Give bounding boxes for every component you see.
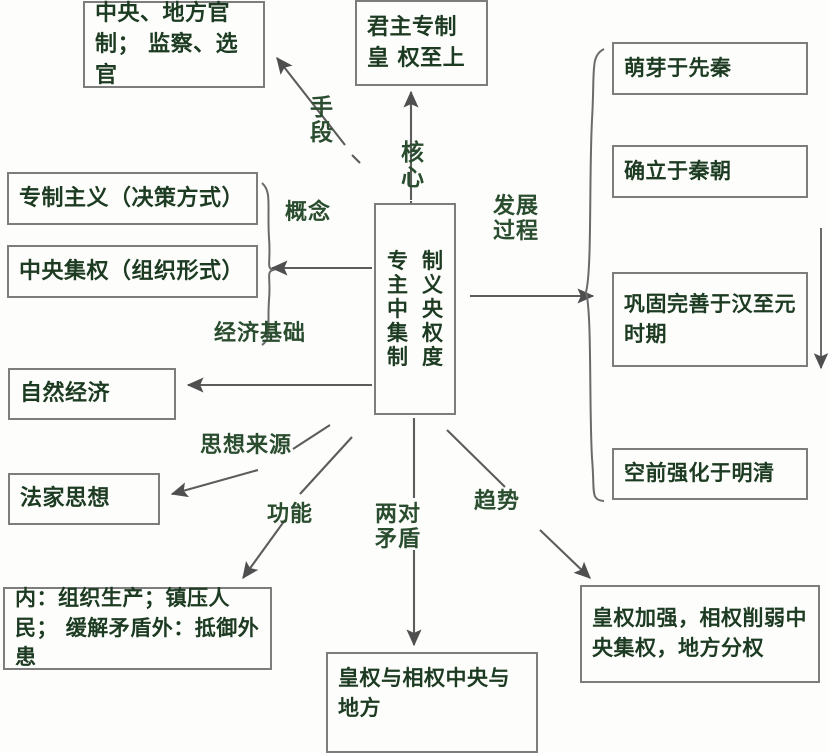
box-stage-1: 萌芽于先秦 [612,42,808,95]
box-stage-3: 巩固完善于汉至元 时期 [612,272,808,367]
box-autocracy-concept: 专制主义（决策方式） [7,172,258,225]
edge-label-concept: 概念 [285,200,332,225]
edge-label-function: 功能 [267,502,314,527]
center-node-char: 制 [422,248,443,273]
box-centralization-concept: 中央集权（组织形式） [7,245,258,298]
center-node-char: 主 [387,272,408,297]
center-node-char: 权 [422,321,443,346]
box-trend-detail: 皇权加强，相权削弱中 央集权，地方分权 [580,585,820,683]
box-official-system: 中央、地方官制； 监察、选官 [83,1,265,88]
edge-trend-seg1 [446,429,506,488]
edge-function-seg1 [299,436,353,495]
edge-label-thought-source: 思想来源 [200,433,293,458]
edge-label-core: 核心 [396,140,423,190]
box-natural-economy: 自然经济 [8,368,176,420]
box-function-detail: 内：组织生产；镇压人民； 缓解矛盾外：抵御外患 [3,586,272,670]
edge-label-two-contradictions: 两对 矛盾 [375,502,422,553]
box-legalist-thought: 法家思想 [8,473,160,525]
center-node-char: 集 [387,321,408,346]
edge-label-means: 手段 [305,95,332,145]
edge-label-economic-base: 经济基础 [214,321,307,346]
edge-thought-source [170,468,259,498]
stage-brace [584,48,605,502]
center-node-char: 央 [422,296,443,321]
box-stage-4: 空前强化于明清 [612,448,808,500]
edge-thought-source-seg1 [292,424,331,450]
center-node-char: 专 [387,248,408,273]
center-node-char: 义 [422,272,443,297]
center-node-char: 度 [422,345,443,370]
edge-label-development-process: 发展 过程 [493,194,540,245]
edge-trend [539,529,591,579]
center-node-char: 中 [387,296,408,321]
center-node-char: 制 [387,345,408,370]
center-node: 专 制 主 义 中 央 集 权 制 度 [374,203,456,415]
box-two-contradictions: 皇权与相权中央与 地方 [326,652,538,753]
box-monarchy-supreme: 君主专制皇 权至上 [355,0,488,86]
edge-means-dash [351,154,361,164]
edge-label-trend: 趋势 [474,489,521,514]
edge-function [242,519,286,580]
box-stage-2: 确立于秦朝 [612,145,808,198]
